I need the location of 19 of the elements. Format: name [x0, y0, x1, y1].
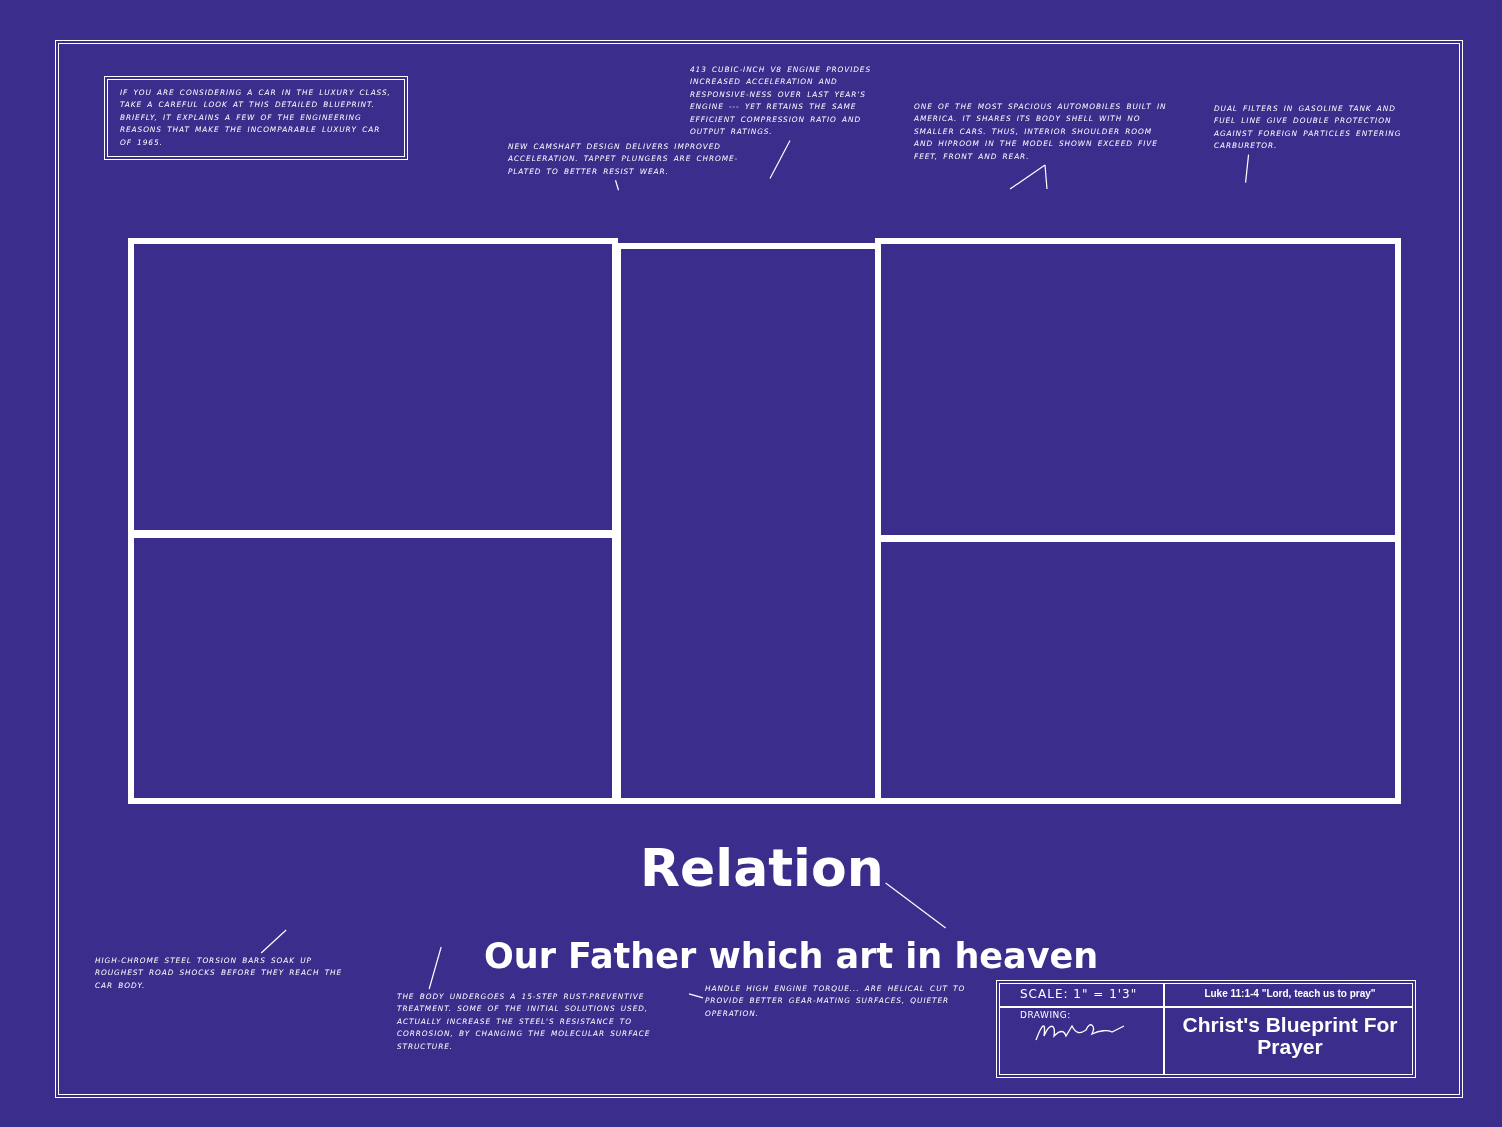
leader-line [428, 946, 442, 990]
panel-frame [128, 530, 618, 804]
panel-frame [128, 238, 618, 538]
leader-line [688, 993, 704, 999]
leader-line [1244, 154, 1250, 184]
reference-text: Luke 11:1-4 "Lord, teach us to pray" [1203, 988, 1377, 1001]
leader-line [260, 929, 287, 954]
leader-line [1009, 164, 1046, 190]
leader-line [885, 882, 947, 929]
leader-line [769, 139, 791, 180]
leader-line [1044, 164, 1048, 190]
heading-text: Our Father which art in heaven [484, 936, 1099, 976]
leader-line [614, 179, 620, 191]
title-text: Christ's Blueprint For Prayer [1181, 1012, 1399, 1060]
panel-frame [875, 238, 1401, 542]
scale-text: SCALE: 1" = 1'3" [1020, 987, 1139, 1003]
heading-text: Relation [640, 838, 884, 898]
drawing-label: DRAWING: [1020, 1010, 1072, 1022]
note-box [104, 76, 408, 160]
